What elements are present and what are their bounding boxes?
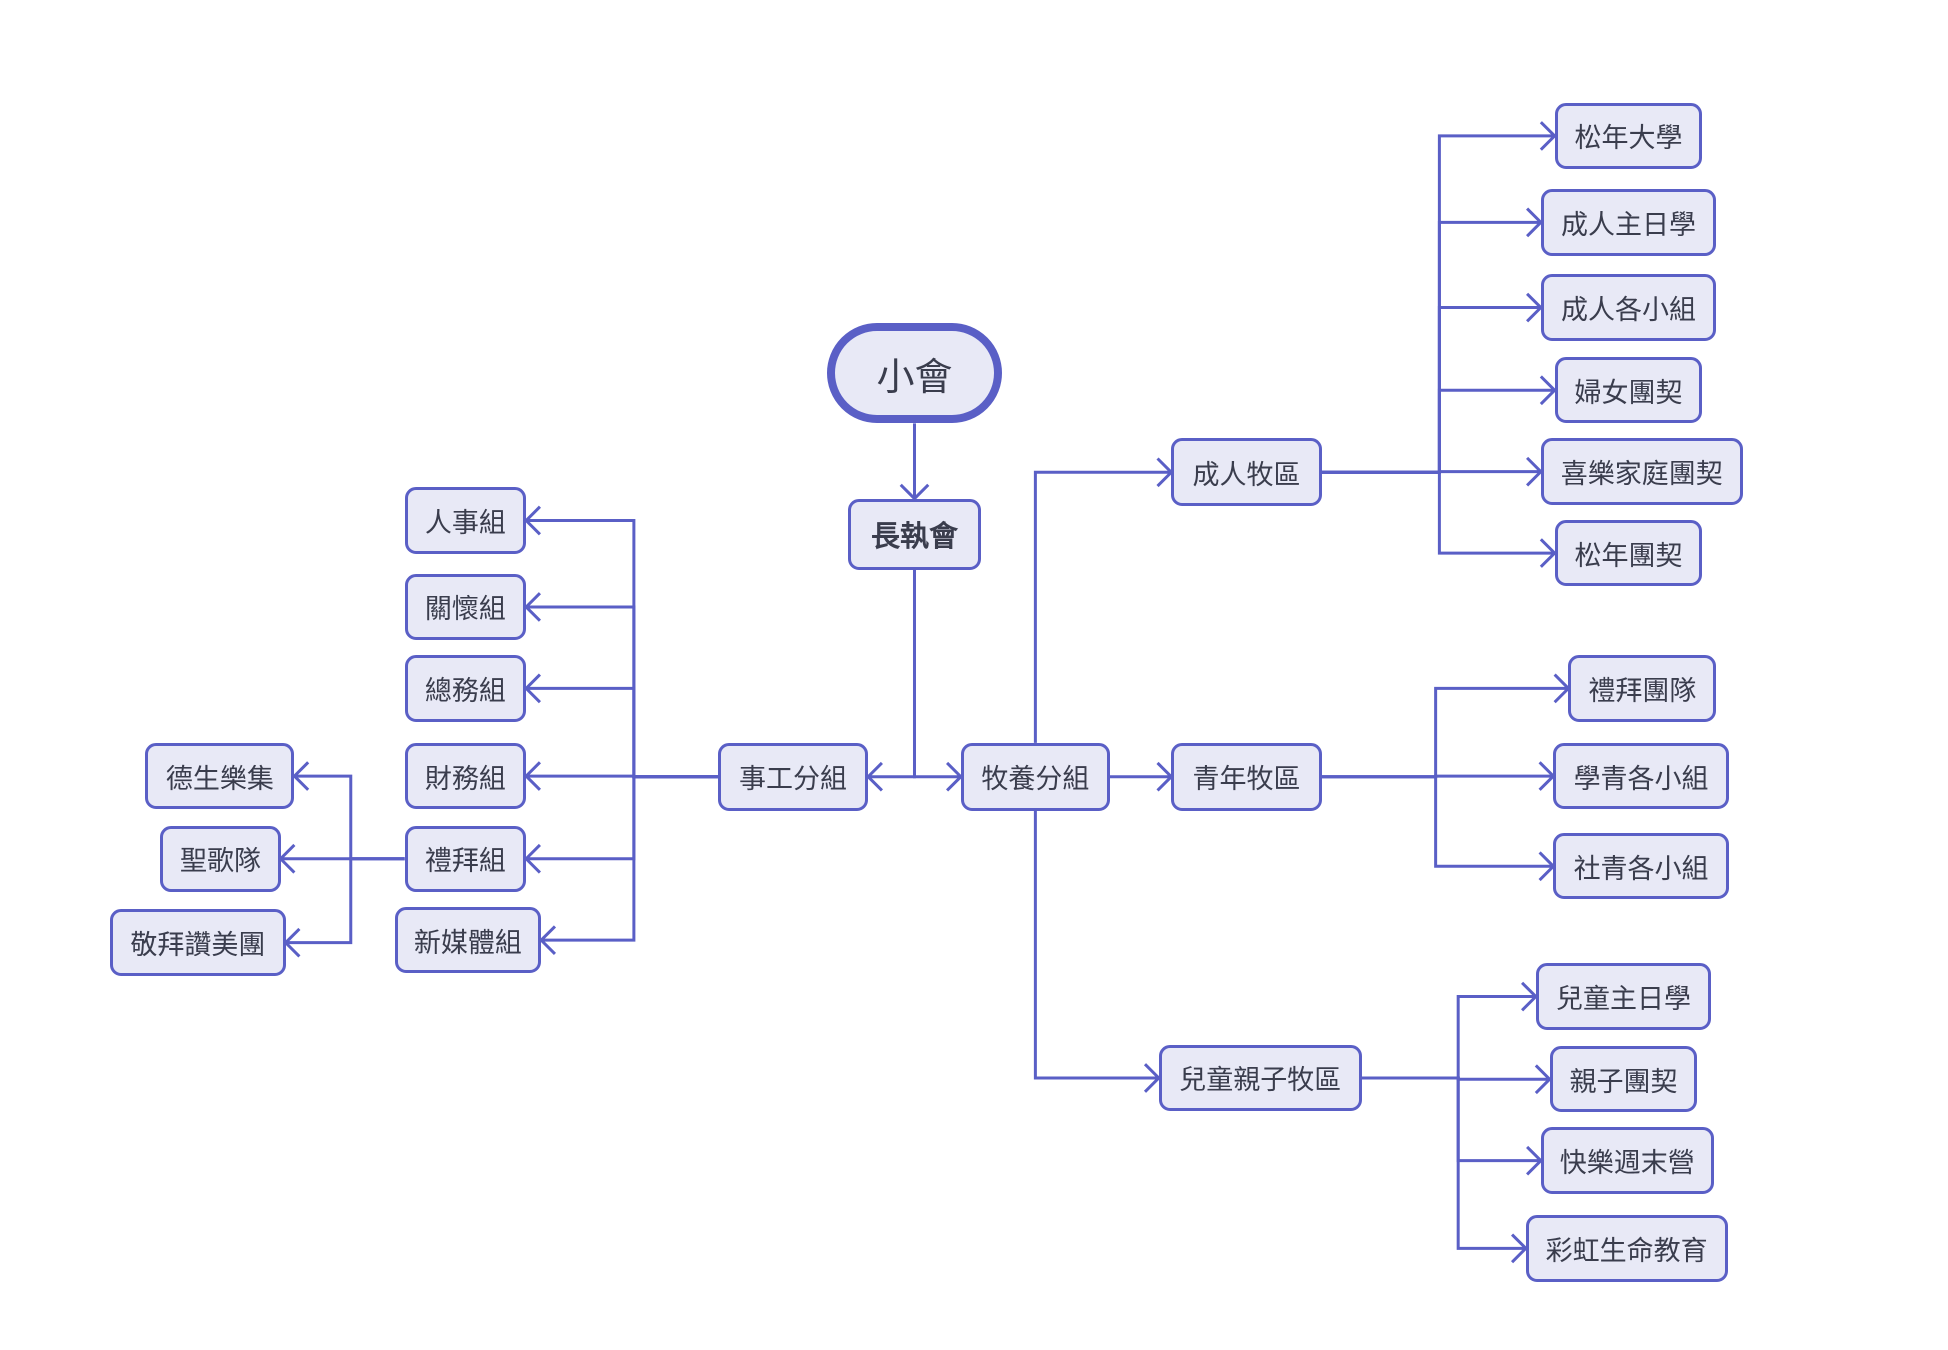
edge-shigong-libai: [524, 775, 718, 874]
edge-ertong-ertong_zhuri: [1361, 981, 1538, 1080]
node-new-media[interactable]: 新媒體組: [394, 906, 542, 974]
node-adult-pastoral[interactable]: 成人牧區: [1171, 438, 1322, 507]
node-senior-fellowship[interactable]: 松年團契: [1554, 519, 1703, 587]
node-children-sunday-school[interactable]: 兒童主日學: [1535, 963, 1712, 1030]
node-elders-deacons-council[interactable]: 長執會: [848, 498, 981, 570]
edge-xiaohui-zhangzhihui: [899, 423, 930, 501]
edge-ertong-kuaile: [1361, 1076, 1543, 1176]
node-praise-team[interactable]: 敬拜讚美團: [110, 909, 286, 976]
edge-chengren-chengren_xiaozu: [1321, 292, 1543, 474]
node-adult-small-groups[interactable]: 成人各小組: [1540, 274, 1717, 341]
edge-shigong-guanhuai: [524, 592, 718, 779]
node-pastoral-groups[interactable]: 牧養分組: [960, 742, 1110, 811]
edge-libai-jingbai: [283, 857, 405, 958]
edge-muyang-ertong: [1033, 810, 1161, 1093]
node-children-family-pastoral[interactable]: 兒童親子牧區: [1158, 1044, 1362, 1112]
node-desheng-ensemble[interactable]: 德生樂集: [145, 742, 295, 810]
node-adult-sunday-school[interactable]: 成人主日學: [1540, 189, 1717, 256]
edge-shigong-renshi: [524, 505, 718, 779]
edge-chengren-songnian_tuanqi: [1321, 470, 1557, 568]
node-rainbow-life-education[interactable]: 彩虹生命教育: [1525, 1215, 1728, 1282]
node-senior-university[interactable]: 松年大學: [1554, 102, 1703, 170]
node-young-adult-groups[interactable]: 社青各小組: [1553, 833, 1729, 900]
edge-muyang-chengren: [1033, 457, 1174, 743]
edge-zhangzhihui-shigong: [866, 569, 916, 792]
node-general-affairs[interactable]: 總務組: [404, 655, 527, 722]
node-worship-team[interactable]: 禮拜團隊: [1568, 655, 1717, 722]
edge-zhangzhihui-muyang: [912, 569, 963, 792]
edge-muyang-qingnian: [1109, 761, 1174, 792]
node-choir[interactable]: 聖歌隊: [160, 825, 281, 892]
edge-qingnian-sheqing: [1321, 775, 1556, 882]
node-finance[interactable]: 財務組: [404, 742, 527, 810]
edge-chengren-funv: [1321, 375, 1557, 474]
node-student-youth-groups[interactable]: 學青各小組: [1553, 742, 1729, 810]
edge-shigong-xinmeiti: [539, 775, 718, 956]
edge-qingnian-libai_tuandui: [1321, 673, 1571, 779]
node-womens-fellowship[interactable]: 婦女團契: [1554, 357, 1703, 424]
node-joyful-family-fellowship[interactable]: 喜樂家庭團契: [1540, 438, 1743, 505]
node-session-council[interactable]: 小會: [826, 323, 1003, 424]
node-happy-weekend-camp[interactable]: 快樂週末營: [1540, 1127, 1714, 1194]
node-youth-pastoral[interactable]: 青年牧區: [1171, 742, 1322, 811]
edge-shigong-zongwu: [524, 673, 718, 779]
node-worship[interactable]: 禮拜組: [404, 825, 527, 892]
edge-ertong-caihong: [1361, 1076, 1528, 1264]
node-ministry-groups[interactable]: 事工分組: [717, 742, 869, 811]
node-personnel[interactable]: 人事組: [404, 487, 527, 554]
node-care[interactable]: 關懷組: [404, 573, 527, 641]
node-parent-child-fellowship[interactable]: 親子團契: [1549, 1046, 1698, 1113]
edge-chengren-chengren_zhuri: [1321, 207, 1543, 474]
edge-libai-desheng: [292, 761, 405, 861]
